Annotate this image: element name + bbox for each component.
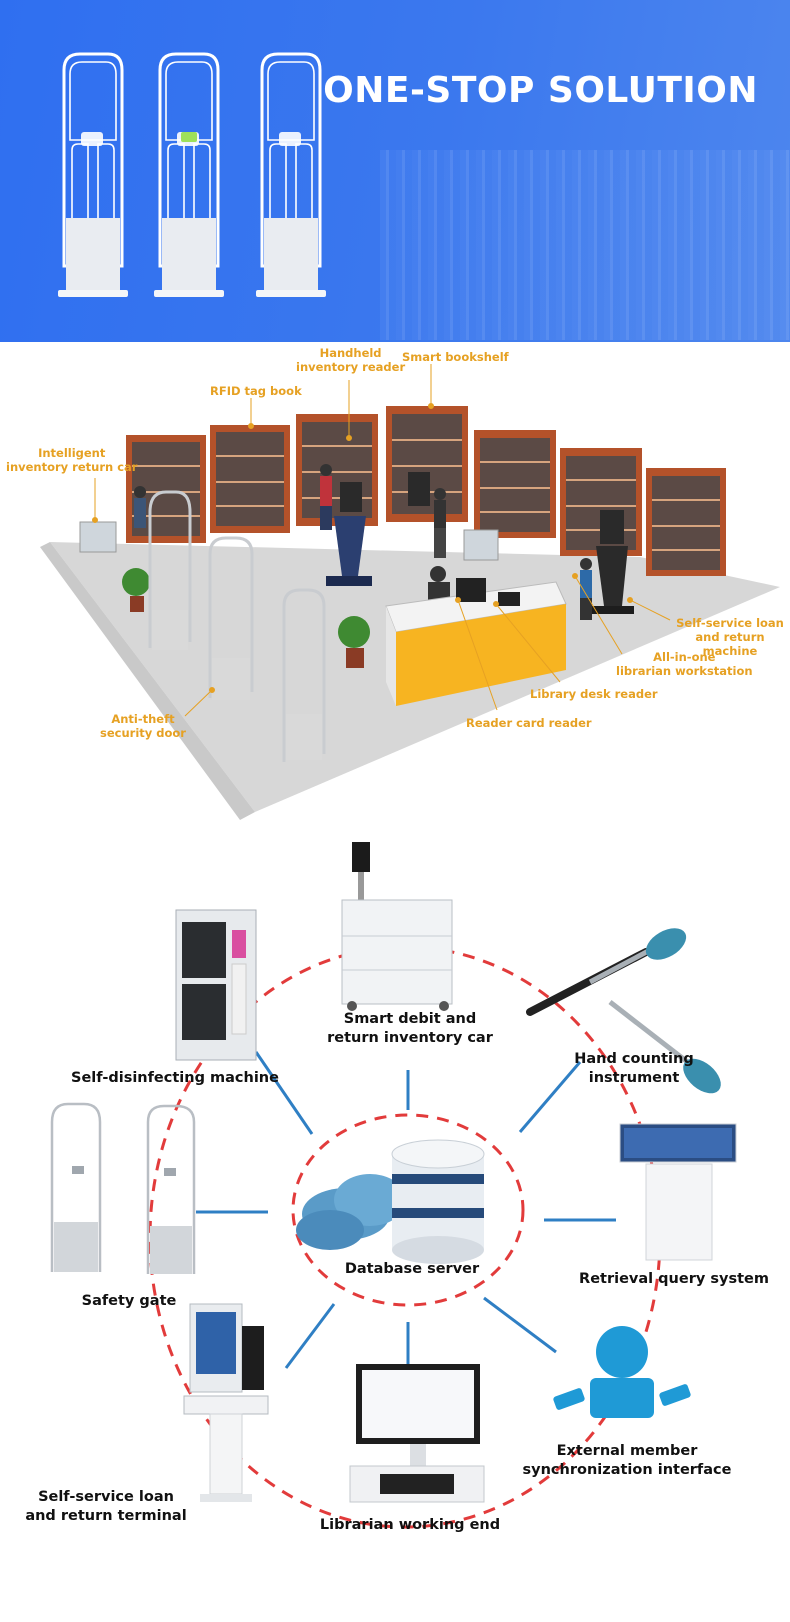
handheld-wand-icon — [526, 928, 721, 1094]
banner-title: ONE-STOP SOLUTION — [323, 70, 758, 111]
security-gates-illustration — [56, 52, 328, 299]
label-anti-theft-security-door: Anti-theft security door — [100, 712, 186, 740]
label-self-service-loan-return-terminal: Self-service loan and return terminal — [25, 1489, 187, 1524]
plants — [122, 568, 370, 668]
label-safety-gate: Safety gate — [81, 1293, 177, 1309]
hero-banner: ONE-STOP SOLUTION — [0, 0, 790, 342]
security-gate-icon — [50, 1102, 196, 1274]
label-librarian-working-end: Librarian working end — [319, 1517, 501, 1533]
system-architecture-diagram: Smart debit and return inventory car Sel… — [0, 842, 790, 1622]
return-cars — [79, 521, 499, 561]
gate-2 — [152, 52, 226, 299]
system-diagram-graphic — [50, 842, 737, 1529]
cart-icon — [341, 842, 453, 1011]
background-haze — [380, 150, 790, 340]
label-handheld-inventory-reader: Handheld inventory reader — [296, 346, 406, 374]
label-retrieval-query-system: Retrieval query system — [579, 1271, 769, 1287]
connection-links — [196, 1051, 616, 1369]
librarian-desk — [385, 578, 567, 706]
label-reader-card-reader: Reader card reader — [466, 716, 592, 730]
inner-ring — [291, 1113, 525, 1307]
library-floor-illustration — [40, 364, 780, 820]
label-external-member-sync-interface: External member synchronization interfac… — [522, 1443, 732, 1478]
gate-1 — [56, 52, 130, 299]
label-all-in-one-librarian-workstation: All-in-one librarian workstation — [616, 650, 753, 678]
bookshelves — [126, 406, 726, 576]
self-service-terminal-icon — [183, 1303, 269, 1502]
sync-interface-icon — [553, 1326, 691, 1418]
label-self-service-loan-return-machine: Self-service loan and return machine — [676, 616, 784, 658]
self-service-kiosks — [326, 472, 634, 614]
gate-3 — [254, 52, 328, 299]
label-database-server: Database server — [344, 1261, 480, 1277]
library-scene: Handheld inventory reader Smart bookshel… — [0, 342, 790, 842]
callout-lines — [92, 364, 671, 717]
label-hand-counting-instrument: Hand counting instrument — [574, 1051, 694, 1086]
disinfect-cabinet-icon — [175, 909, 257, 1061]
label-library-desk-reader: Library desk reader — [530, 687, 658, 701]
label-smart-bookshelf: Smart bookshelf — [402, 350, 509, 364]
label-rfid-tag-book: RFID tag book — [210, 384, 302, 398]
anti-theft-doors — [148, 490, 326, 762]
label-smart-debit-return-car: Smart debit and return inventory car — [327, 1011, 493, 1046]
people — [134, 464, 592, 620]
label-intelligent-inventory-return-car: Intelligent inventory return car — [6, 446, 138, 474]
kiosk-icon — [619, 1123, 737, 1261]
label-self-disinfecting-machine: Self-disinfecting machine — [71, 1070, 279, 1086]
database-server-icon — [296, 1139, 485, 1264]
workstation-icon — [349, 1364, 485, 1503]
